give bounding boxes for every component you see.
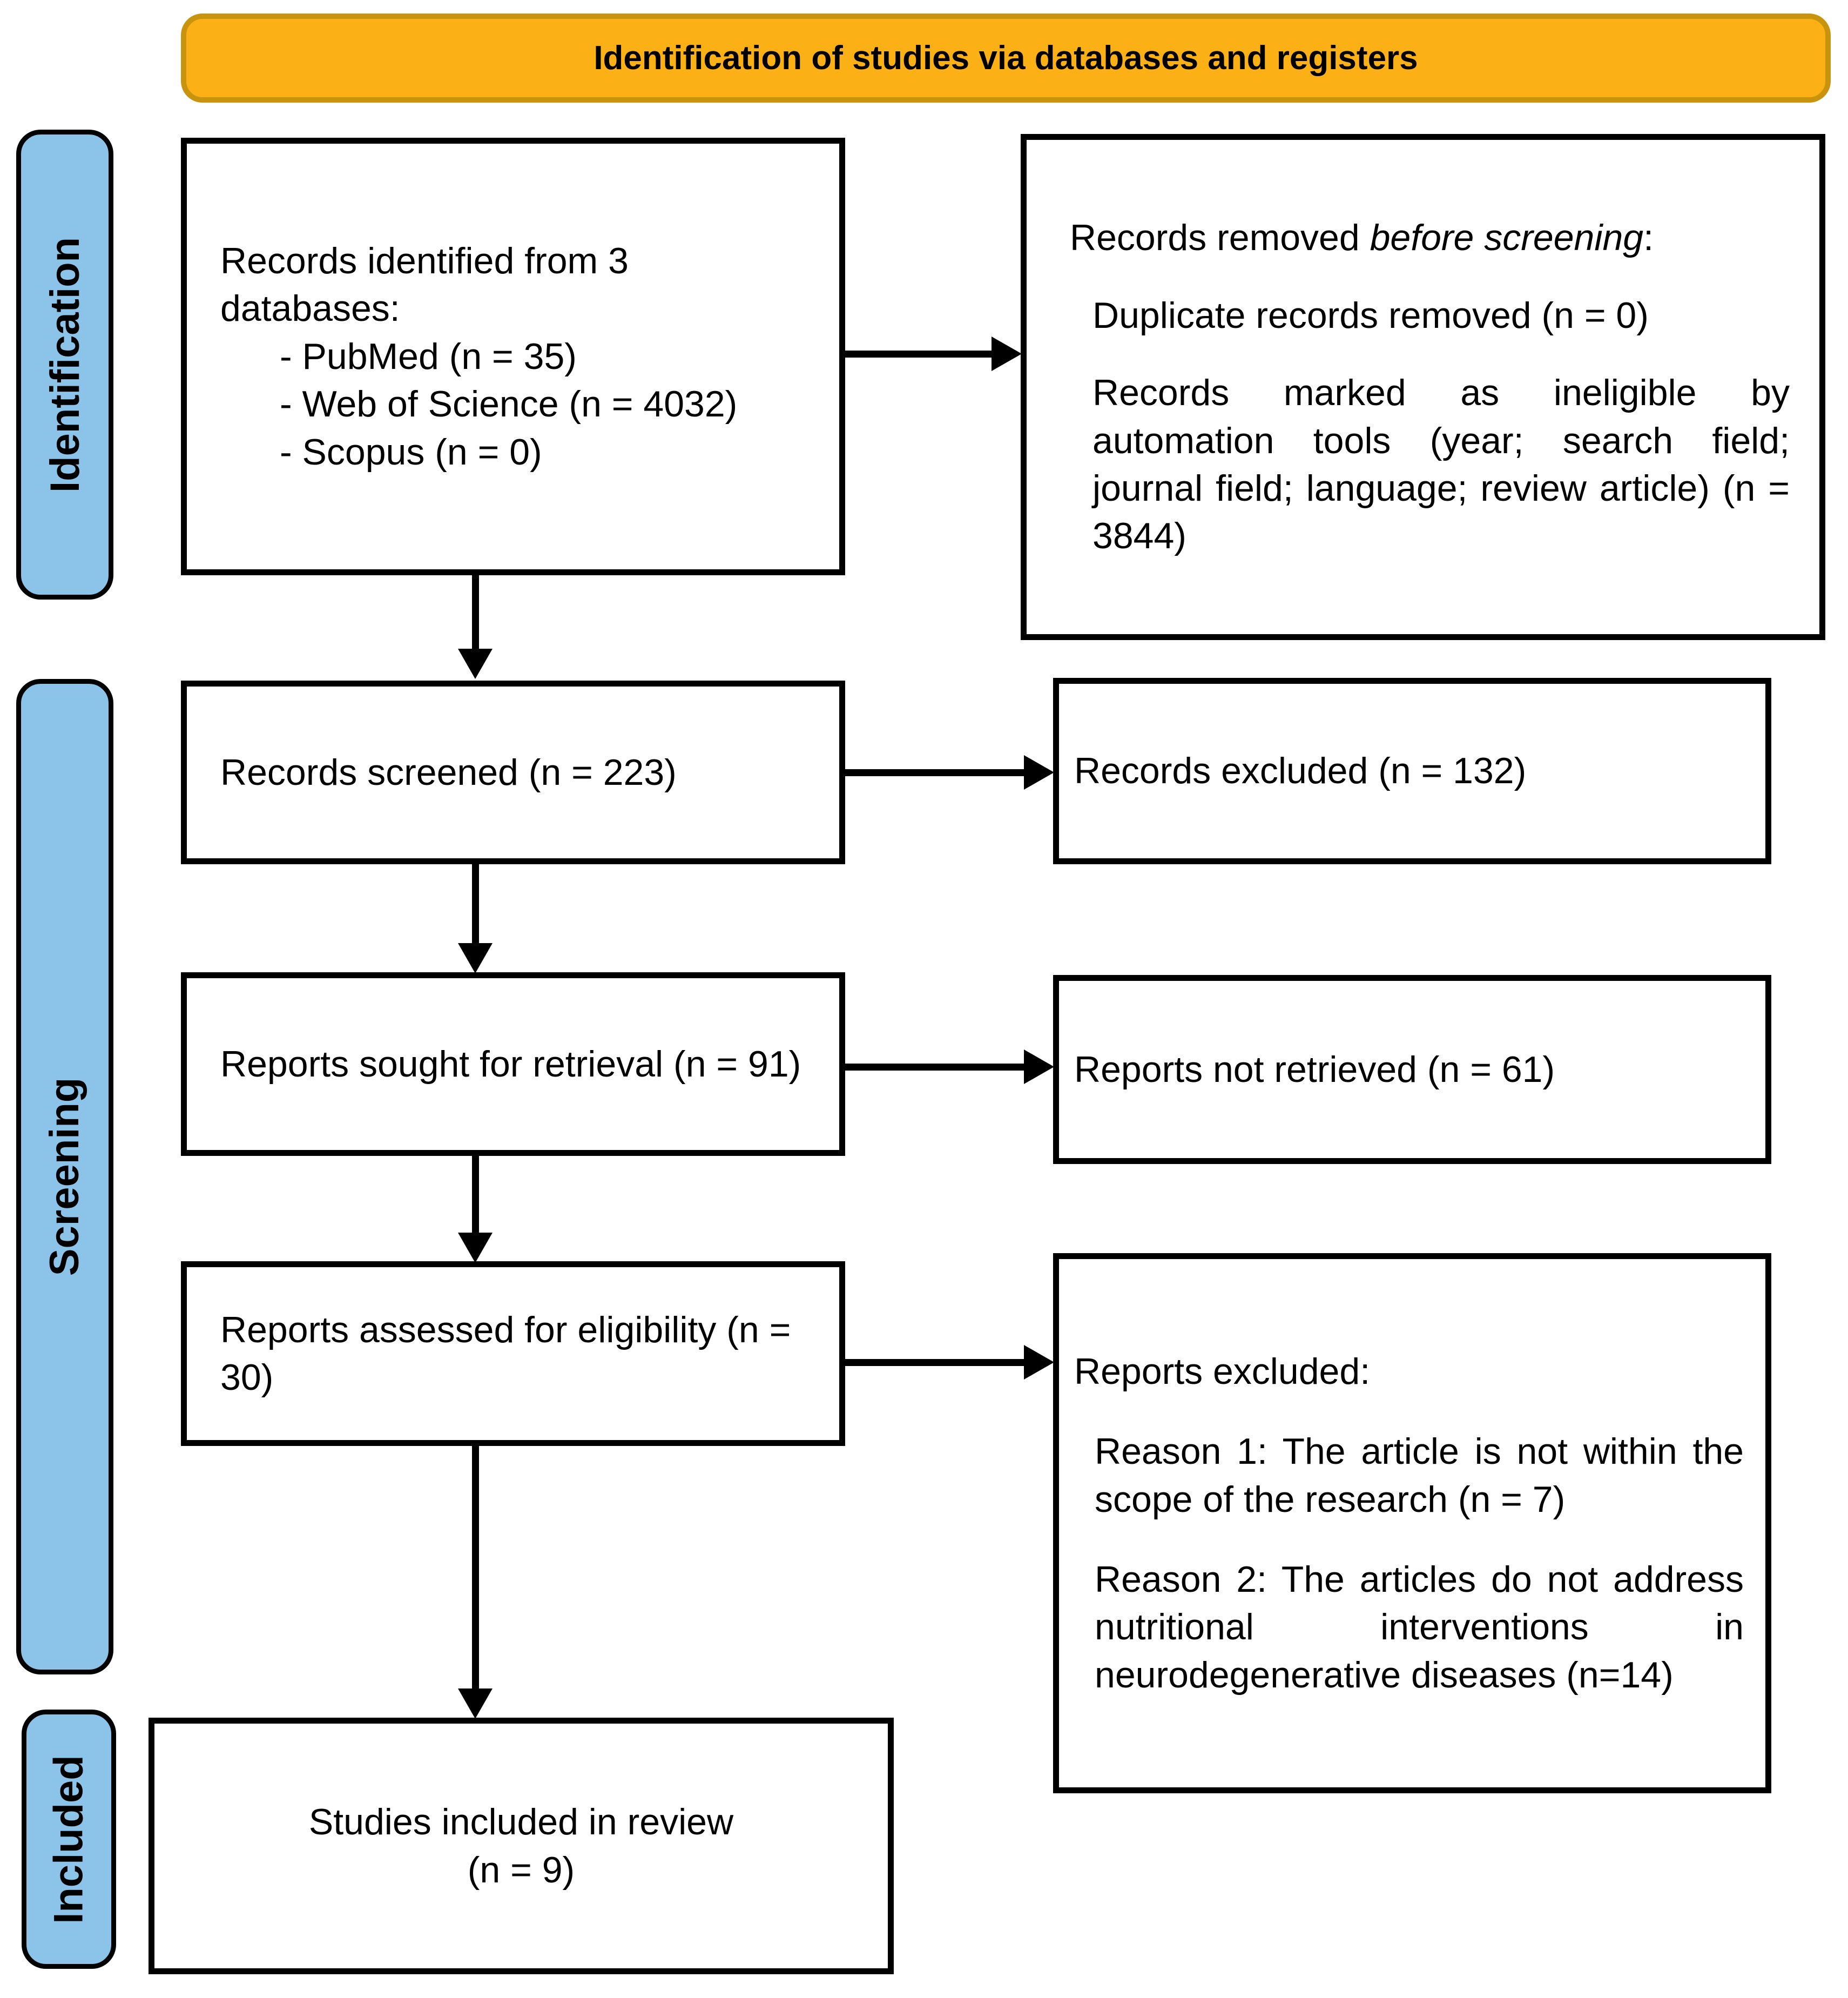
arrowhead-down-icon	[458, 649, 493, 679]
box-records-identified: Records identified from 3 databases: - P…	[181, 138, 845, 575]
records-removed-automation: Records marked as ineligible by automati…	[1092, 372, 1790, 557]
box-studies-included: Studies included in review (n = 9)	[149, 1718, 894, 1974]
stage-label-identification-text: Identification	[42, 237, 88, 493]
records-screened-text: Records screened (n = 223)	[220, 751, 677, 793]
studies-included-line1: Studies included in review	[308, 1801, 734, 1843]
arrowhead-right-icon	[1024, 1345, 1054, 1380]
stage-label-included: Included	[22, 1710, 116, 1969]
reports-excluded-reason-1: Reason 1: The article is not within the …	[1095, 1431, 1744, 1520]
records-identified-intro: Records identified from 3 databases:	[220, 240, 629, 329]
box-records-removed-before-screening: Records removed before screening: Duplic…	[1021, 134, 1825, 640]
stage-label-identification: Identification	[16, 130, 113, 600]
box-records-excluded: Records excluded (n = 132)	[1053, 678, 1771, 864]
header-title: Identification of studies via databases …	[593, 39, 1418, 77]
reports-not-retrieved-text: Reports not retrieved (n = 61)	[1074, 1048, 1555, 1090]
records-removed-heading: Records removed before screening:	[1070, 214, 1790, 261]
arrow-shaft	[472, 864, 479, 945]
stage-label-screening: Screening	[16, 679, 113, 1674]
records-identified-item-scopus: - Scopus (n = 0)	[280, 431, 542, 473]
records-identified-item-wos: - Web of Science (n = 4032)	[280, 384, 738, 425]
arrow-shaft	[845, 351, 996, 358]
box-reports-sought: Reports sought for retrieval (n = 91)	[181, 972, 845, 1156]
header-banner: Identification of studies via databases …	[181, 14, 1831, 103]
arrowhead-down-icon	[458, 1233, 493, 1263]
reports-sought-text: Reports sought for retrieval (n = 91)	[220, 1043, 801, 1085]
stage-label-screening-text: Screening	[42, 1077, 88, 1276]
records-removed-heading-post: :	[1643, 217, 1654, 259]
arrow-shaft	[845, 769, 1026, 776]
arrowhead-down-icon	[458, 943, 493, 973]
records-removed-duplicates: Duplicate records removed (n = 0)	[1092, 294, 1649, 336]
arrow-shaft	[845, 1064, 1026, 1071]
reports-excluded-reason-2: Reason 2: The articles do not address nu…	[1095, 1559, 1744, 1696]
arrow-shaft	[845, 1359, 1026, 1366]
records-removed-heading-italic: before screening	[1370, 217, 1644, 259]
arrowhead-right-icon	[1024, 755, 1054, 790]
stage-label-included-text: Included	[46, 1754, 92, 1924]
arrow-shaft	[472, 575, 479, 651]
arrow-shaft	[472, 1156, 479, 1235]
box-records-screened: Records screened (n = 223)	[181, 681, 845, 864]
arrowhead-right-icon	[1024, 1050, 1054, 1084]
box-reports-not-retrieved: Reports not retrieved (n = 61)	[1053, 975, 1771, 1164]
arrowhead-right-icon	[992, 337, 1022, 371]
reports-excluded-heading: Reports excluded:	[1074, 1350, 1371, 1392]
box-reports-excluded: Reports excluded: Reason 1: The article …	[1053, 1253, 1771, 1793]
arrow-shaft	[472, 1446, 479, 1692]
reports-assessed-text: Reports assessed for eligibility (n = 30…	[220, 1309, 791, 1398]
studies-included-line2: (n = 9)	[467, 1849, 575, 1891]
arrowhead-down-icon	[458, 1688, 493, 1719]
records-removed-heading-pre: Records removed	[1070, 217, 1370, 259]
records-identified-item-pubmed: - PubMed (n = 35)	[280, 335, 577, 377]
records-excluded-text: Records excluded (n = 132)	[1074, 750, 1527, 792]
box-reports-assessed: Reports assessed for eligibility (n = 30…	[181, 1261, 845, 1446]
